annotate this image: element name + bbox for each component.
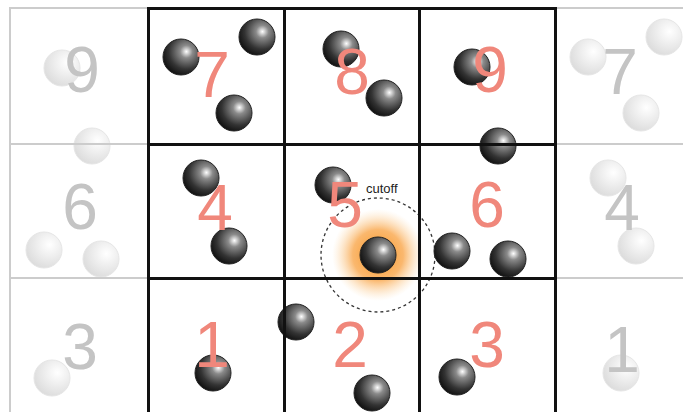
- particle: [480, 128, 516, 164]
- cell-number: 7: [602, 40, 638, 104]
- particle: [490, 241, 526, 277]
- particle: [26, 232, 62, 268]
- ghost-particles: [26, 19, 682, 396]
- cell-number: 7: [194, 43, 230, 107]
- particle: [74, 128, 110, 164]
- cell-box: 6: [418, 143, 557, 280]
- particle: [570, 39, 606, 75]
- cell-number: 4: [604, 176, 640, 240]
- particle: [354, 375, 390, 411]
- ghost-cell: 4: [554, 143, 683, 279]
- particles: [163, 19, 526, 411]
- particle: [366, 80, 402, 116]
- cell-box: 9: [418, 7, 557, 146]
- cell-number: 6: [62, 175, 98, 239]
- ghost-cell: 7: [554, 7, 683, 145]
- cell-box: 1: [147, 277, 286, 412]
- cell-box: 4: [147, 143, 286, 280]
- cell-box: 2: [283, 277, 421, 412]
- ghost-cell: 1: [554, 277, 683, 412]
- ghost-cell: 3: [9, 277, 149, 412]
- cell-number: 5: [327, 173, 363, 237]
- cell-number: 4: [197, 176, 233, 240]
- cell-number: 1: [604, 318, 640, 382]
- cell-number: 9: [472, 38, 508, 102]
- particle: [83, 241, 119, 277]
- cell-box: 7: [147, 7, 286, 146]
- cell-box: 3: [418, 277, 557, 412]
- cutoff-label: cutoff: [366, 182, 398, 195]
- cell-number: 1: [194, 313, 230, 377]
- cell-box: 8: [283, 7, 421, 146]
- ghost-cell: 9: [9, 7, 149, 145]
- cell-number: 6: [469, 173, 505, 237]
- particle: [434, 233, 470, 269]
- ghost-cell: 6: [9, 143, 149, 279]
- cell-box: 5: [283, 143, 421, 280]
- particle: [360, 237, 396, 273]
- cell-number: 3: [469, 313, 505, 377]
- cell-number: 9: [64, 38, 100, 102]
- cell-number: 2: [332, 313, 368, 377]
- particle: [646, 19, 682, 55]
- cell-number: 8: [334, 40, 370, 104]
- cell-number: 3: [62, 315, 98, 379]
- particle: [239, 19, 275, 55]
- particle: [163, 39, 199, 75]
